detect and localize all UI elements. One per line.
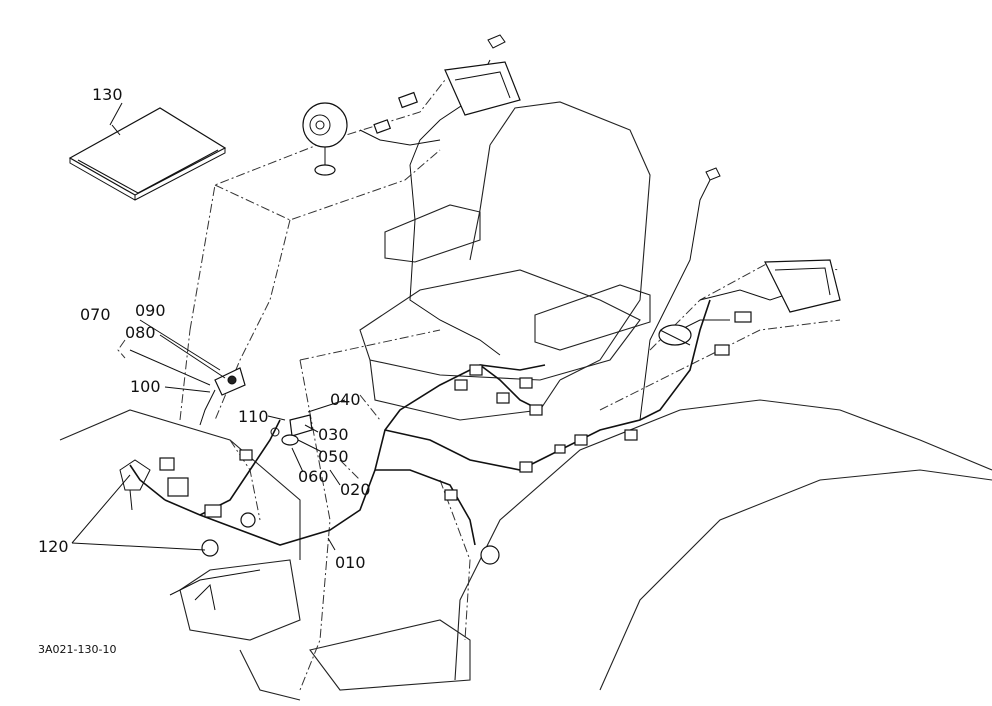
callout-110: 110: [238, 407, 269, 426]
callout-080: 080: [125, 323, 156, 342]
callout-010: 010: [335, 553, 366, 572]
leader-lines: [71, 102, 381, 551]
callout-120: 120: [38, 537, 69, 556]
callout-070: 070: [80, 305, 111, 324]
callout-labels: 130 090 070 080 100 110 040 030 050 060 …: [38, 85, 371, 656]
diagram-code: 3A021-130-10: [38, 643, 116, 656]
callout-030: 030: [318, 425, 349, 444]
wiring-harness: [129, 59, 801, 611]
manual-booklet: [68, 107, 227, 201]
callout-040: 040: [330, 390, 361, 409]
callout-020: 020: [340, 480, 371, 499]
callout-100: 100: [130, 377, 161, 396]
callout-130: 130: [92, 85, 123, 104]
components: [119, 34, 841, 565]
callout-090: 090: [135, 301, 166, 320]
tractor-body-outline: [59, 79, 992, 701]
callout-060: 060: [298, 467, 329, 486]
callout-050: 050: [318, 447, 349, 466]
